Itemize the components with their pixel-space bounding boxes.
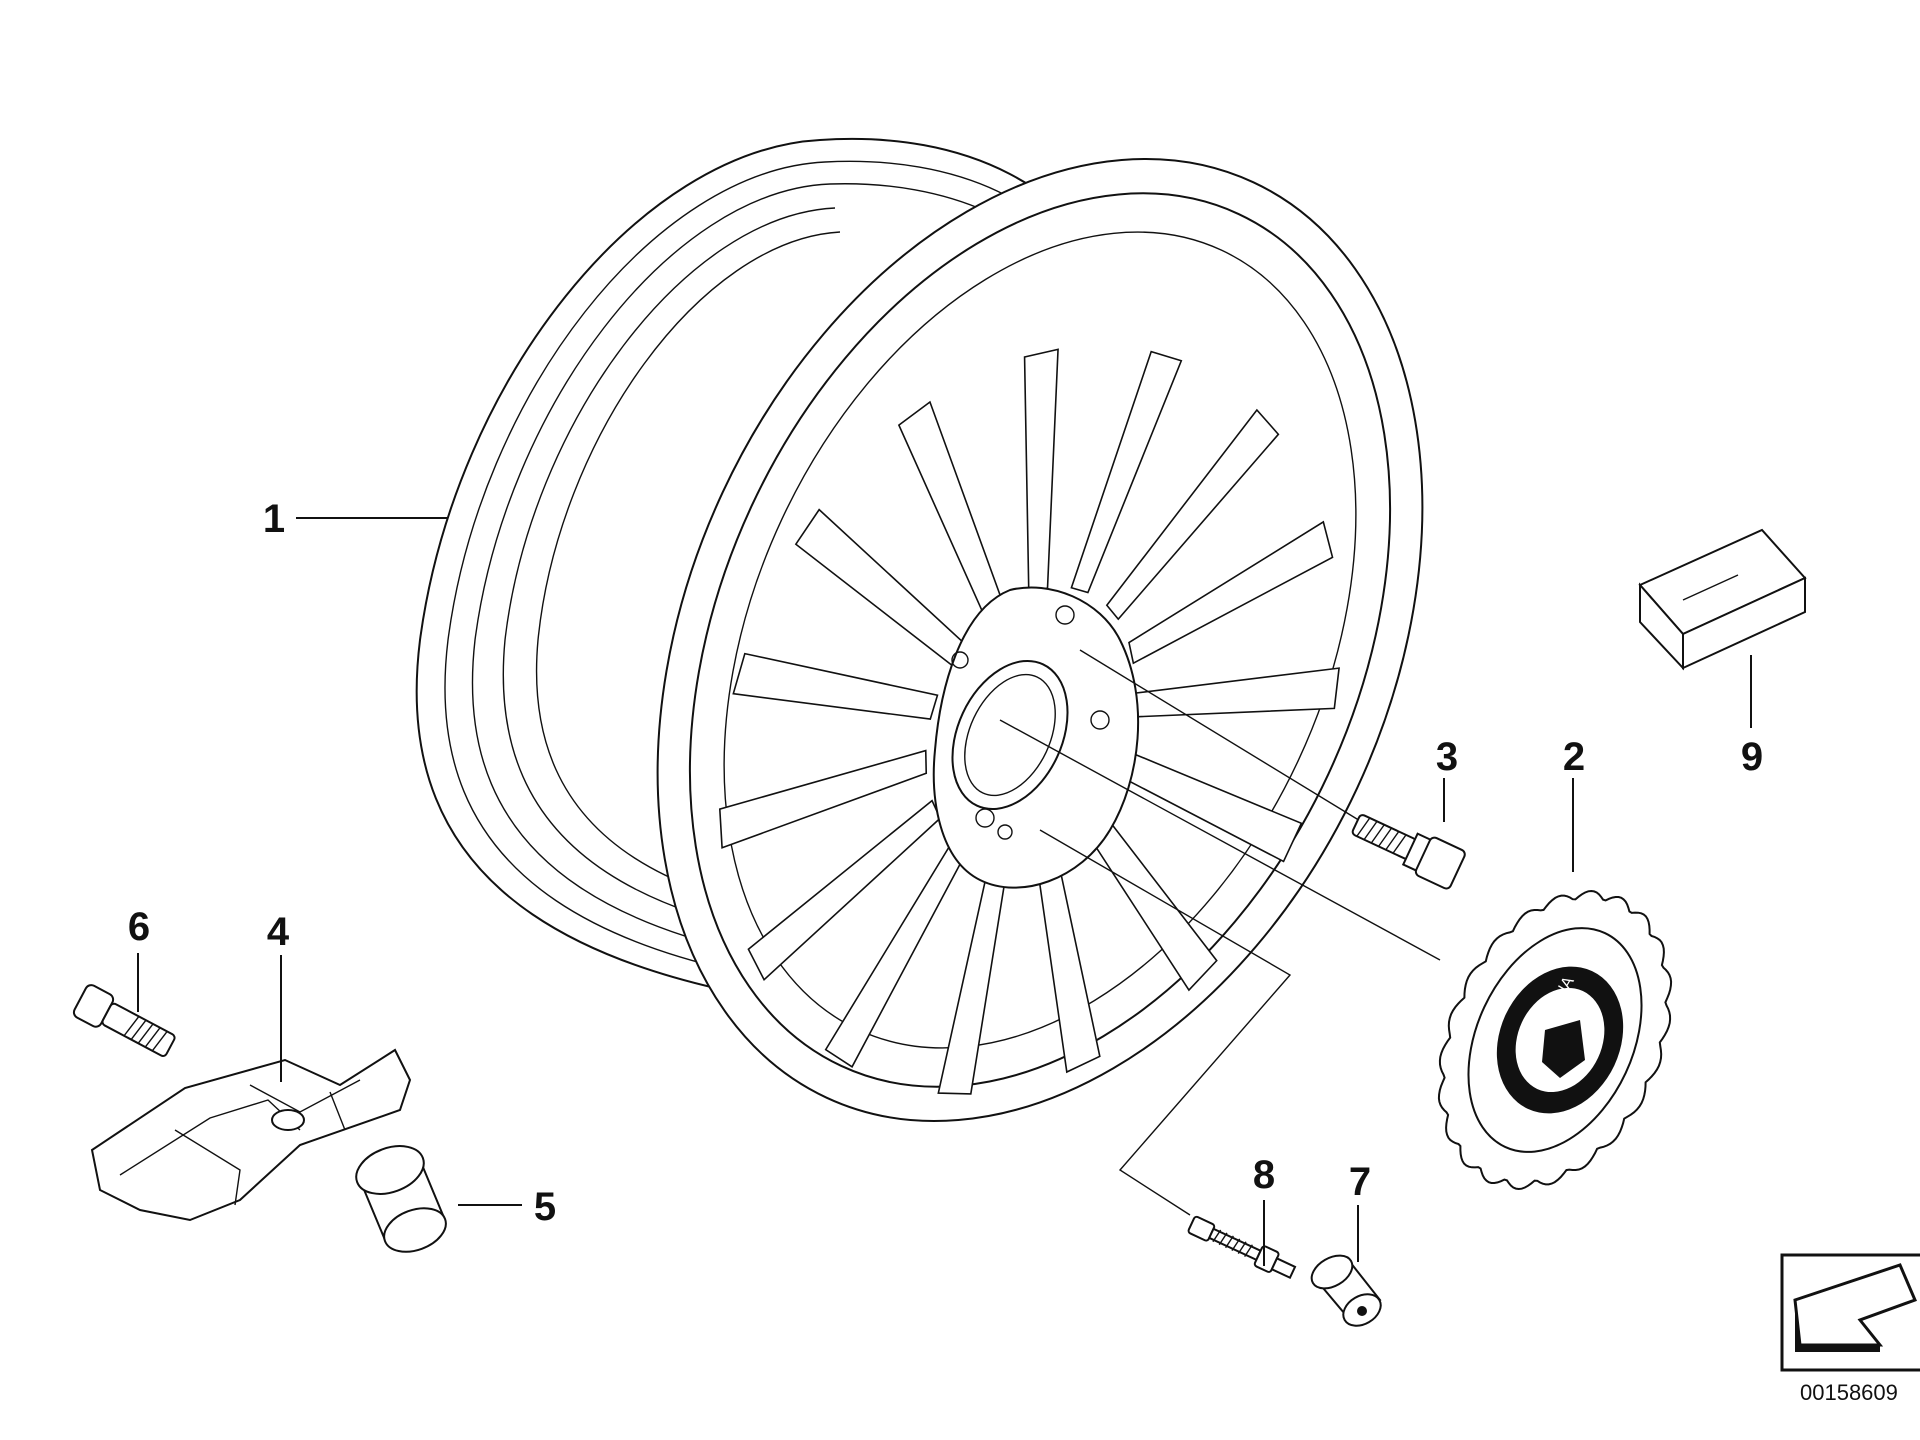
sensor-screw-6 — [72, 984, 176, 1057]
callout-4: 4 — [267, 910, 290, 954]
diagram-part-number: 00158609 — [1800, 1380, 1898, 1405]
wheel-spoke — [1105, 408, 1280, 621]
callout-9: 9 — [1741, 735, 1763, 779]
valve-stem-8 — [1187, 1215, 1297, 1280]
callout-6: 6 — [128, 905, 150, 949]
callout-leaders — [137, 517, 1752, 1266]
callout-1: 1 — [263, 497, 285, 541]
callout-5: 5 — [534, 1185, 556, 1229]
wheel-spoke — [732, 652, 939, 720]
assembly-leaders — [999, 649, 1441, 1216]
wheel-spoke — [1070, 350, 1183, 594]
alloy-wheel — [415, 138, 1424, 1122]
callout-2: 2 — [1563, 735, 1585, 779]
wheel-spoke — [1128, 520, 1334, 665]
wheel-spoke — [718, 749, 928, 849]
callout-8: 8 — [1253, 1153, 1275, 1197]
wheel-spokes — [718, 348, 1340, 1095]
sensor-cap-5 — [355, 1145, 447, 1253]
valve-cap-7 — [1310, 1254, 1382, 1327]
callout-7: 7 — [1349, 1160, 1371, 1204]
centre-cap: ALPINA — [1437, 889, 1673, 1191]
tpms-sensor — [90, 1048, 412, 1222]
accessory-box-9 — [1638, 528, 1807, 671]
callout-3: 3 — [1436, 735, 1458, 779]
orientation-arrow-icon — [1780, 1253, 1920, 1372]
wheel-spoke — [747, 799, 942, 982]
wheel-bolt-3 — [1351, 814, 1466, 890]
